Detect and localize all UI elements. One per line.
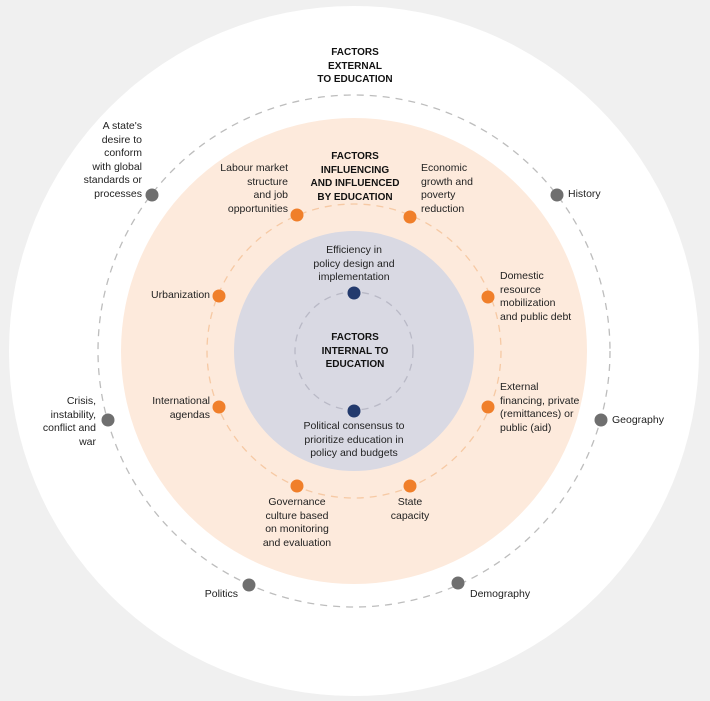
influencing-label-governance: Governance culture based on monitoring a…	[262, 496, 332, 549]
external-dot-politics	[242, 578, 256, 592]
external-label-politics: Politics	[204, 588, 238, 600]
internal-dot-efficiency	[347, 286, 361, 300]
internal-dot-political-consensus	[347, 404, 361, 418]
external-label-crisis: Crisis, instability, conflict and war	[42, 395, 96, 448]
influencing-label-state-capacity: State capacity	[390, 496, 430, 522]
internal-label-efficiency: Efficiency in policy design and implemen…	[313, 244, 395, 283]
influencing-dot-labour-market	[290, 208, 304, 222]
external-dot-demography	[451, 576, 465, 590]
external-dot-history	[550, 188, 564, 202]
heading-influencing: FACTORS INFLUENCING AND INFLUENCED BY ED…	[310, 151, 400, 203]
external-dot-crisis	[101, 413, 115, 427]
influencing-dot-urbanization	[212, 289, 226, 303]
influencing-label-urbanization: Urbanization	[151, 289, 210, 301]
influencing-label-labour-market: Labour market structure and job opportun…	[220, 162, 288, 215]
influencing-dashed-ring	[206, 203, 502, 499]
influencing-label-economic-growth: Economic growth and poverty reduction	[421, 162, 473, 215]
external-label-global-standards: A state's desire to conform with global …	[83, 120, 142, 200]
internal-dots	[347, 286, 361, 418]
external-label-demography: Demography	[470, 588, 531, 600]
influencing-dot-state-capacity	[403, 479, 417, 493]
heading-internal: FACTORS INTERNAL TO EDUCATION	[321, 332, 389, 370]
influencing-label-domestic-resource: Domestic resource mobilization and publi…	[500, 270, 572, 323]
external-dashed-ring	[97, 94, 611, 608]
external-dots	[101, 188, 608, 592]
internal-zone-circle	[234, 231, 474, 471]
internal-label-political-consensus: Political consensus to prioritize educat…	[303, 420, 405, 459]
influencing-label-external-financing: External financing, private (remittances…	[500, 381, 580, 434]
external-label-geography: Geography	[612, 414, 664, 426]
influencing-dot-international-agendas	[212, 400, 226, 414]
influencing-label-international-agendas: International agendas	[152, 395, 210, 421]
influencing-dots	[212, 208, 495, 493]
external-dot-global-standards	[145, 188, 159, 202]
influencing-dot-domestic-resource	[481, 290, 495, 304]
influencing-dot-governance	[290, 479, 304, 493]
heading-external: FACTORS EXTERNAL TO EDUCATION	[317, 47, 393, 85]
external-dot-geography	[594, 413, 608, 427]
influencing-dot-external-financing	[481, 400, 495, 414]
external-label-history: History	[568, 188, 601, 200]
influencing-dot-economic-growth	[403, 210, 417, 224]
